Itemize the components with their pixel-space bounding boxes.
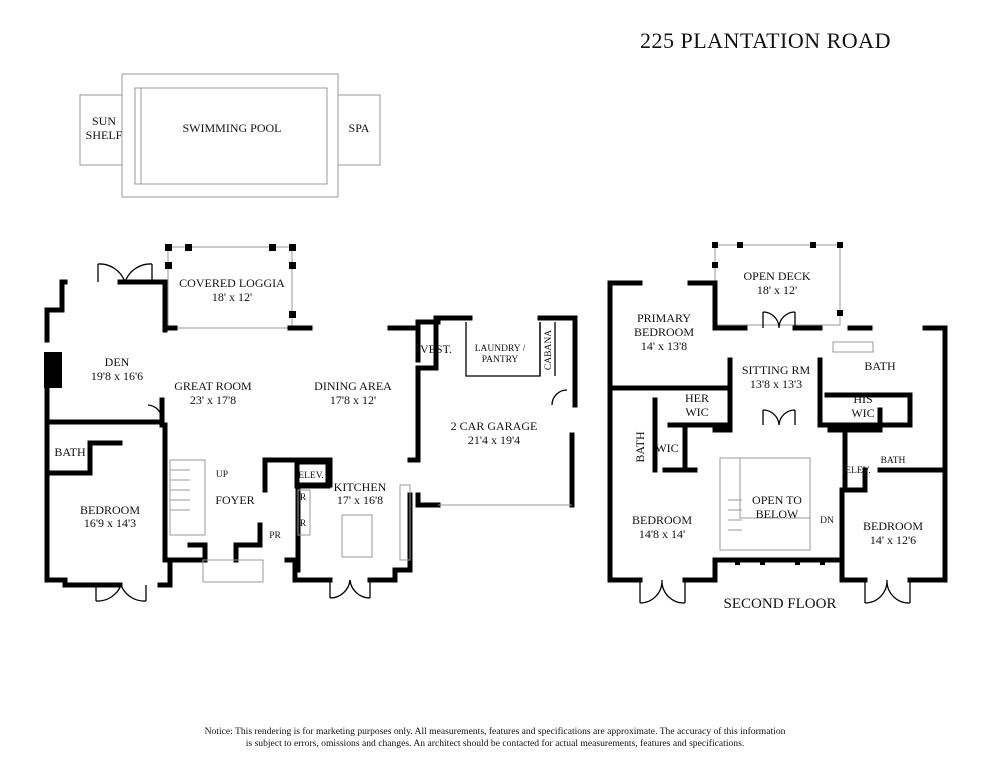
- sun-shelf-label-2: SHELF: [86, 128, 123, 142]
- second-floor-plan: PRIMARY BEDROOM 14' x 13'8 OPEN DECK 18'…: [607, 242, 948, 612]
- loggia-size: 18' x 12': [212, 290, 252, 304]
- loggia-label: COVERED LOGGIA: [179, 276, 285, 290]
- notice-line-1: Notice: This rendering is for marketing …: [204, 726, 786, 737]
- kitchen-size: 17' x 16'8: [337, 493, 383, 507]
- his-wic-label-2: WIC: [851, 406, 874, 420]
- his-wic-label: HIS: [853, 392, 872, 406]
- powder-room-label: PR: [269, 531, 281, 541]
- kitchen-label: KITCHEN: [334, 480, 387, 494]
- disclaimer-notice: Notice: This rendering is for marketing …: [150, 726, 840, 750]
- primary-bedroom-size: 14' x 13'8: [641, 339, 687, 353]
- cabana-label: CABANA: [544, 330, 554, 370]
- sun-shelf-label: SUN: [92, 114, 116, 128]
- open-deck-size: 18' x 12': [757, 283, 797, 297]
- right-bedroom-label: BEDROOM: [863, 519, 923, 533]
- elevator-label: ELEV.: [298, 471, 323, 481]
- refrigerator-label-2: R: [300, 519, 307, 529]
- right-bedroom-size: 14' x 12'6: [870, 533, 916, 547]
- foyer-label: FOYER: [215, 493, 254, 507]
- her-wic-label: HER: [685, 391, 709, 405]
- left-bedroom-size: 14'8 x 14': [639, 527, 685, 541]
- open-deck-label: OPEN DECK: [743, 269, 810, 283]
- wic-label: WIC: [655, 441, 678, 455]
- elevator-label-2: ELEV.: [845, 466, 870, 476]
- laundry-label: LAUNDRY /: [475, 344, 526, 354]
- dining-area-label: DINING AREA: [314, 379, 392, 393]
- vest-label: VEST.: [420, 342, 452, 356]
- open-to-below-label-2: BELOW: [756, 507, 799, 521]
- spa-label: SPA: [349, 121, 370, 135]
- swimming-pool: SUN SHELF SWIMMING POOL SPA: [79, 73, 381, 198]
- left-bedroom-label: BEDROOM: [632, 513, 692, 527]
- stairs-up-label: UP: [216, 470, 228, 480]
- refrigerator-label-1: R: [300, 493, 307, 503]
- primary-bath-label: BATH: [864, 359, 896, 373]
- bedroom-label: BEDROOM: [80, 503, 140, 517]
- left-bath-label: BATH: [633, 431, 647, 463]
- stairs-down-label: DN: [820, 516, 834, 526]
- sitting-room-size: 13'8 x 13'3: [750, 377, 802, 391]
- primary-bedroom-label: PRIMARY: [637, 311, 691, 325]
- great-room-size: 23' x 17'8: [190, 393, 236, 407]
- right-bath-label: BATH: [881, 456, 906, 466]
- her-wic-label-2: WIC: [685, 405, 708, 419]
- sitting-room-label: SITTING RM: [742, 363, 811, 377]
- pantry-label: PANTRY: [482, 355, 519, 365]
- notice-line-2: is subject to errors, omissions and chan…: [245, 738, 745, 749]
- den-size: 19'8 x 16'6: [91, 369, 143, 383]
- page-title: 225 PLANTATION ROAD: [640, 28, 891, 53]
- garage-label: 2 CAR GARAGE: [451, 419, 538, 433]
- open-to-below-label: OPEN TO: [752, 493, 802, 507]
- great-room-label: GREAT ROOM: [174, 379, 252, 393]
- second-floor-label: SECOND FLOOR: [724, 596, 837, 612]
- dining-area-size: 17'8 x 12': [330, 393, 376, 407]
- bath-label: BATH: [54, 445, 86, 459]
- pool-label: SWIMMING POOL: [183, 121, 282, 135]
- bedroom-size: 16'9 x 14'3: [84, 516, 136, 530]
- garage-size: 21'4 x 19'4: [468, 433, 520, 447]
- first-floor-plan: COVERED LOGGIA 18' x 12' DEN 19'8 x 16'6…: [44, 244, 578, 602]
- primary-bedroom-label-2: BEDROOM: [634, 325, 694, 339]
- den-label: DEN: [105, 355, 130, 369]
